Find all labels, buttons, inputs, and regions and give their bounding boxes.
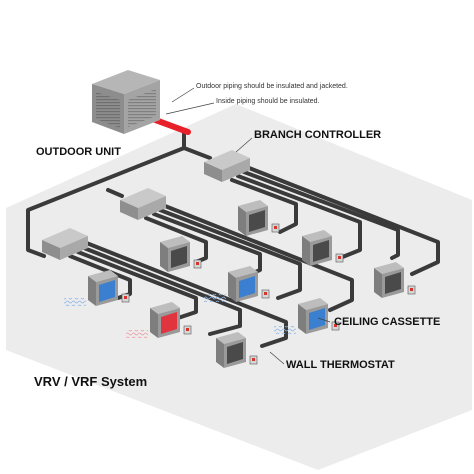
label-leaders — [165, 87, 331, 365]
ceiling-cassette-icon — [302, 230, 332, 266]
note-outdoor-piping: Outdoor piping should be insulated and j… — [196, 83, 348, 90]
ceiling-cassette-icon — [64, 270, 118, 306]
label-wall-thermostat: WALL THERMOSTAT — [286, 359, 395, 371]
system-title: VRV / VRF System — [34, 374, 147, 389]
wall-thermostat-icon — [261, 289, 270, 299]
ceiling-cassette-icon — [216, 332, 246, 368]
ceiling-cassette-icon — [374, 262, 404, 298]
label-ceiling-cassette: CEILING CASSETTE — [334, 316, 440, 328]
ceiling-cassette-icon — [160, 236, 190, 272]
ceiling-cassette-icon — [204, 266, 258, 302]
outdoor-unit-icon — [92, 70, 160, 134]
branch-controller-icon — [120, 188, 166, 220]
wall-thermostat-icon — [271, 223, 280, 233]
label-branch-controller: BRANCH CONTROLLER — [254, 129, 381, 141]
ceiling-cassette-icon — [238, 200, 268, 236]
wall-thermostat-icon — [407, 285, 416, 295]
wall-thermostat-icon — [249, 355, 258, 365]
label-outdoor-unit: OUTDOOR UNIT — [36, 146, 121, 158]
wall-thermostat-icon — [183, 325, 192, 335]
wall-thermostat-icon — [121, 293, 130, 303]
ceiling-cassette-icon — [126, 302, 180, 338]
ceiling-cassette-icon — [274, 298, 328, 334]
note-inside-piping: Inside piping should be insulated. — [216, 98, 320, 105]
wall-thermostat-icon — [335, 253, 344, 263]
branch-controller-icon — [204, 150, 250, 182]
wall-thermostat-icon — [331, 321, 340, 331]
branch-controller-icon — [42, 228, 88, 260]
wall-thermostat-icon — [193, 259, 202, 269]
